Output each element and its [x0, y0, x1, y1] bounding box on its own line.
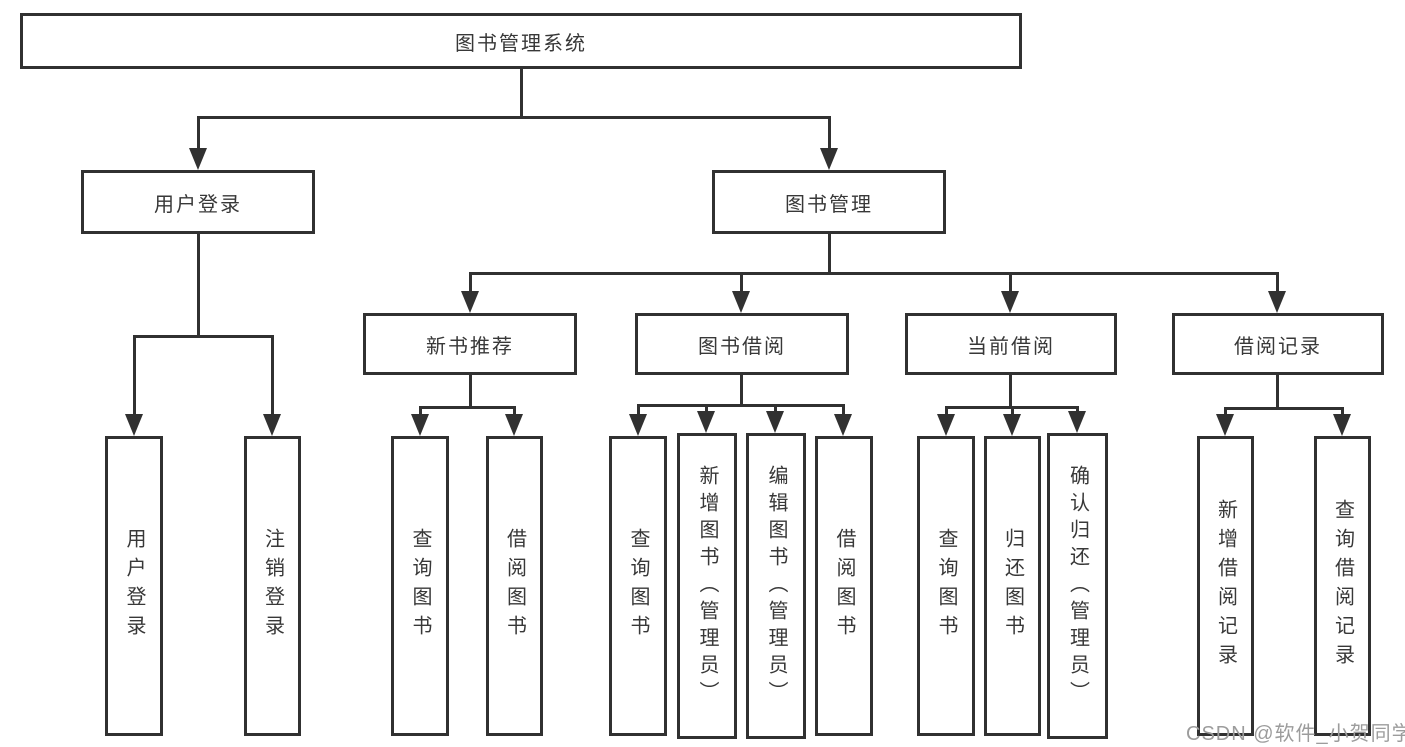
connector-drop	[774, 404, 777, 416]
leaf-label: 查询图书	[627, 528, 649, 644]
connector-book-management-stem	[828, 234, 831, 274]
arrow-down-icon	[697, 411, 715, 433]
leaf-return-books: 归还图书	[984, 436, 1041, 736]
arrow-down-icon	[461, 291, 479, 313]
connector-stem	[1009, 375, 1012, 408]
connector-drop	[1341, 407, 1344, 418]
connector-stem	[740, 375, 743, 406]
connector-drop	[469, 272, 472, 294]
arrow-down-icon	[629, 414, 647, 436]
arrow-down-icon	[1068, 411, 1086, 433]
leaf-borrow-books: 借阅图书	[815, 436, 873, 736]
leaf-edit-books-admin: 编辑图书（管理员）	[746, 433, 806, 739]
connector-drop	[1009, 272, 1012, 294]
leaf-label: 新增图书（管理员）	[696, 464, 718, 708]
arrow-down-icon	[732, 291, 750, 313]
leaf-borrow-books-recommend: 借阅图书	[486, 436, 543, 736]
connector-book-management-rail	[469, 272, 1279, 275]
node-user-login: 用户登录	[81, 170, 315, 234]
node-book-management: 图书管理	[712, 170, 946, 234]
leaf-label: 查询图书	[409, 528, 431, 644]
leaf-label: 查询图书	[935, 528, 957, 644]
leaf-label: 注销登录	[261, 528, 284, 644]
csdn-watermark: CSDN @软件_小贺同学	[1186, 723, 1405, 745]
leaf-query-books-recommend: 查询图书	[391, 436, 449, 736]
leaf-label: 确认归还（管理员）	[1066, 464, 1089, 708]
arrow-down-icon	[820, 148, 838, 170]
arrow-down-icon	[505, 414, 523, 436]
node-book-borrow-label: 图书借阅	[698, 335, 786, 358]
node-new-book-recommend: 新书推荐	[363, 313, 577, 375]
node-current-borrow: 当前借阅	[905, 313, 1117, 375]
node-root: 图书管理系统	[20, 13, 1022, 69]
node-new-book-recommend-label: 新书推荐	[426, 335, 514, 358]
connector-drop	[419, 406, 422, 418]
connector-drop	[271, 335, 274, 416]
node-current-borrow-label: 当前借阅	[967, 335, 1055, 358]
leaf-query-books-borrow: 查询图书	[609, 436, 667, 736]
node-book-borrow: 图书借阅	[635, 313, 849, 375]
connector-drop	[740, 272, 743, 294]
leaf-label: 编辑图书（管理员）	[765, 464, 787, 708]
arrow-down-icon	[937, 414, 955, 436]
connector-stem	[469, 375, 472, 409]
arrow-down-icon	[263, 414, 281, 436]
leaf-user-login: 用户登录	[105, 436, 163, 736]
leaf-label: 用户登录	[123, 528, 145, 644]
leaf-label: 归还图书	[1001, 528, 1024, 644]
connector-root-stem	[520, 69, 523, 117]
arrow-down-icon	[1001, 291, 1019, 313]
connector-rail	[419, 406, 516, 409]
arrow-down-icon	[189, 148, 207, 170]
connector-drop	[133, 335, 136, 416]
connector-drop	[1011, 406, 1014, 418]
leaf-query-books-current: 查询图书	[917, 436, 975, 736]
arrow-down-icon	[1003, 414, 1021, 436]
connector-stem	[1276, 375, 1279, 409]
connector-drop-user-login	[197, 116, 200, 152]
arrow-down-icon	[1268, 291, 1286, 313]
leaf-logout: 注销登录	[244, 436, 301, 736]
connector-drop	[705, 404, 708, 416]
connector-drop	[1224, 407, 1227, 418]
connector-rail	[637, 404, 845, 407]
connector-user-login-rail	[133, 335, 274, 338]
arrow-down-icon	[1333, 414, 1351, 436]
leaf-label: 借阅图书	[503, 528, 526, 644]
arrow-down-icon	[1216, 414, 1234, 436]
arrow-down-icon	[834, 414, 852, 436]
connector-drop	[945, 406, 948, 418]
arrow-down-icon	[766, 411, 784, 433]
arrow-down-icon	[125, 414, 143, 436]
connector-root-rail	[197, 116, 830, 119]
node-book-management-label: 图书管理	[785, 193, 873, 216]
node-user-login-label: 用户登录	[154, 193, 242, 216]
arrow-down-icon	[411, 414, 429, 436]
leaf-label: 新增借阅记录	[1214, 499, 1237, 673]
leaf-label: 查询借阅记录	[1331, 499, 1354, 673]
leaf-query-borrow-record: 查询借阅记录	[1314, 436, 1371, 736]
node-borrow-records: 借阅记录	[1172, 313, 1384, 375]
leaf-confirm-return-admin: 确认归还（管理员）	[1047, 433, 1108, 739]
connector-drop-book-management	[828, 116, 831, 152]
node-root-label: 图书管理系统	[455, 32, 587, 55]
connector-drop	[637, 404, 640, 418]
node-borrow-records-label: 借阅记录	[1234, 335, 1322, 358]
connector-user-login-stem	[197, 234, 200, 337]
leaf-add-borrow-record: 新增借阅记录	[1197, 436, 1254, 736]
leaf-add-books-admin: 新增图书（管理员）	[677, 433, 737, 739]
leaf-label: 借阅图书	[833, 528, 855, 644]
connector-drop	[513, 406, 516, 418]
connector-rail	[1224, 407, 1344, 410]
connector-drop	[1276, 272, 1279, 294]
connector-drop	[842, 404, 845, 418]
